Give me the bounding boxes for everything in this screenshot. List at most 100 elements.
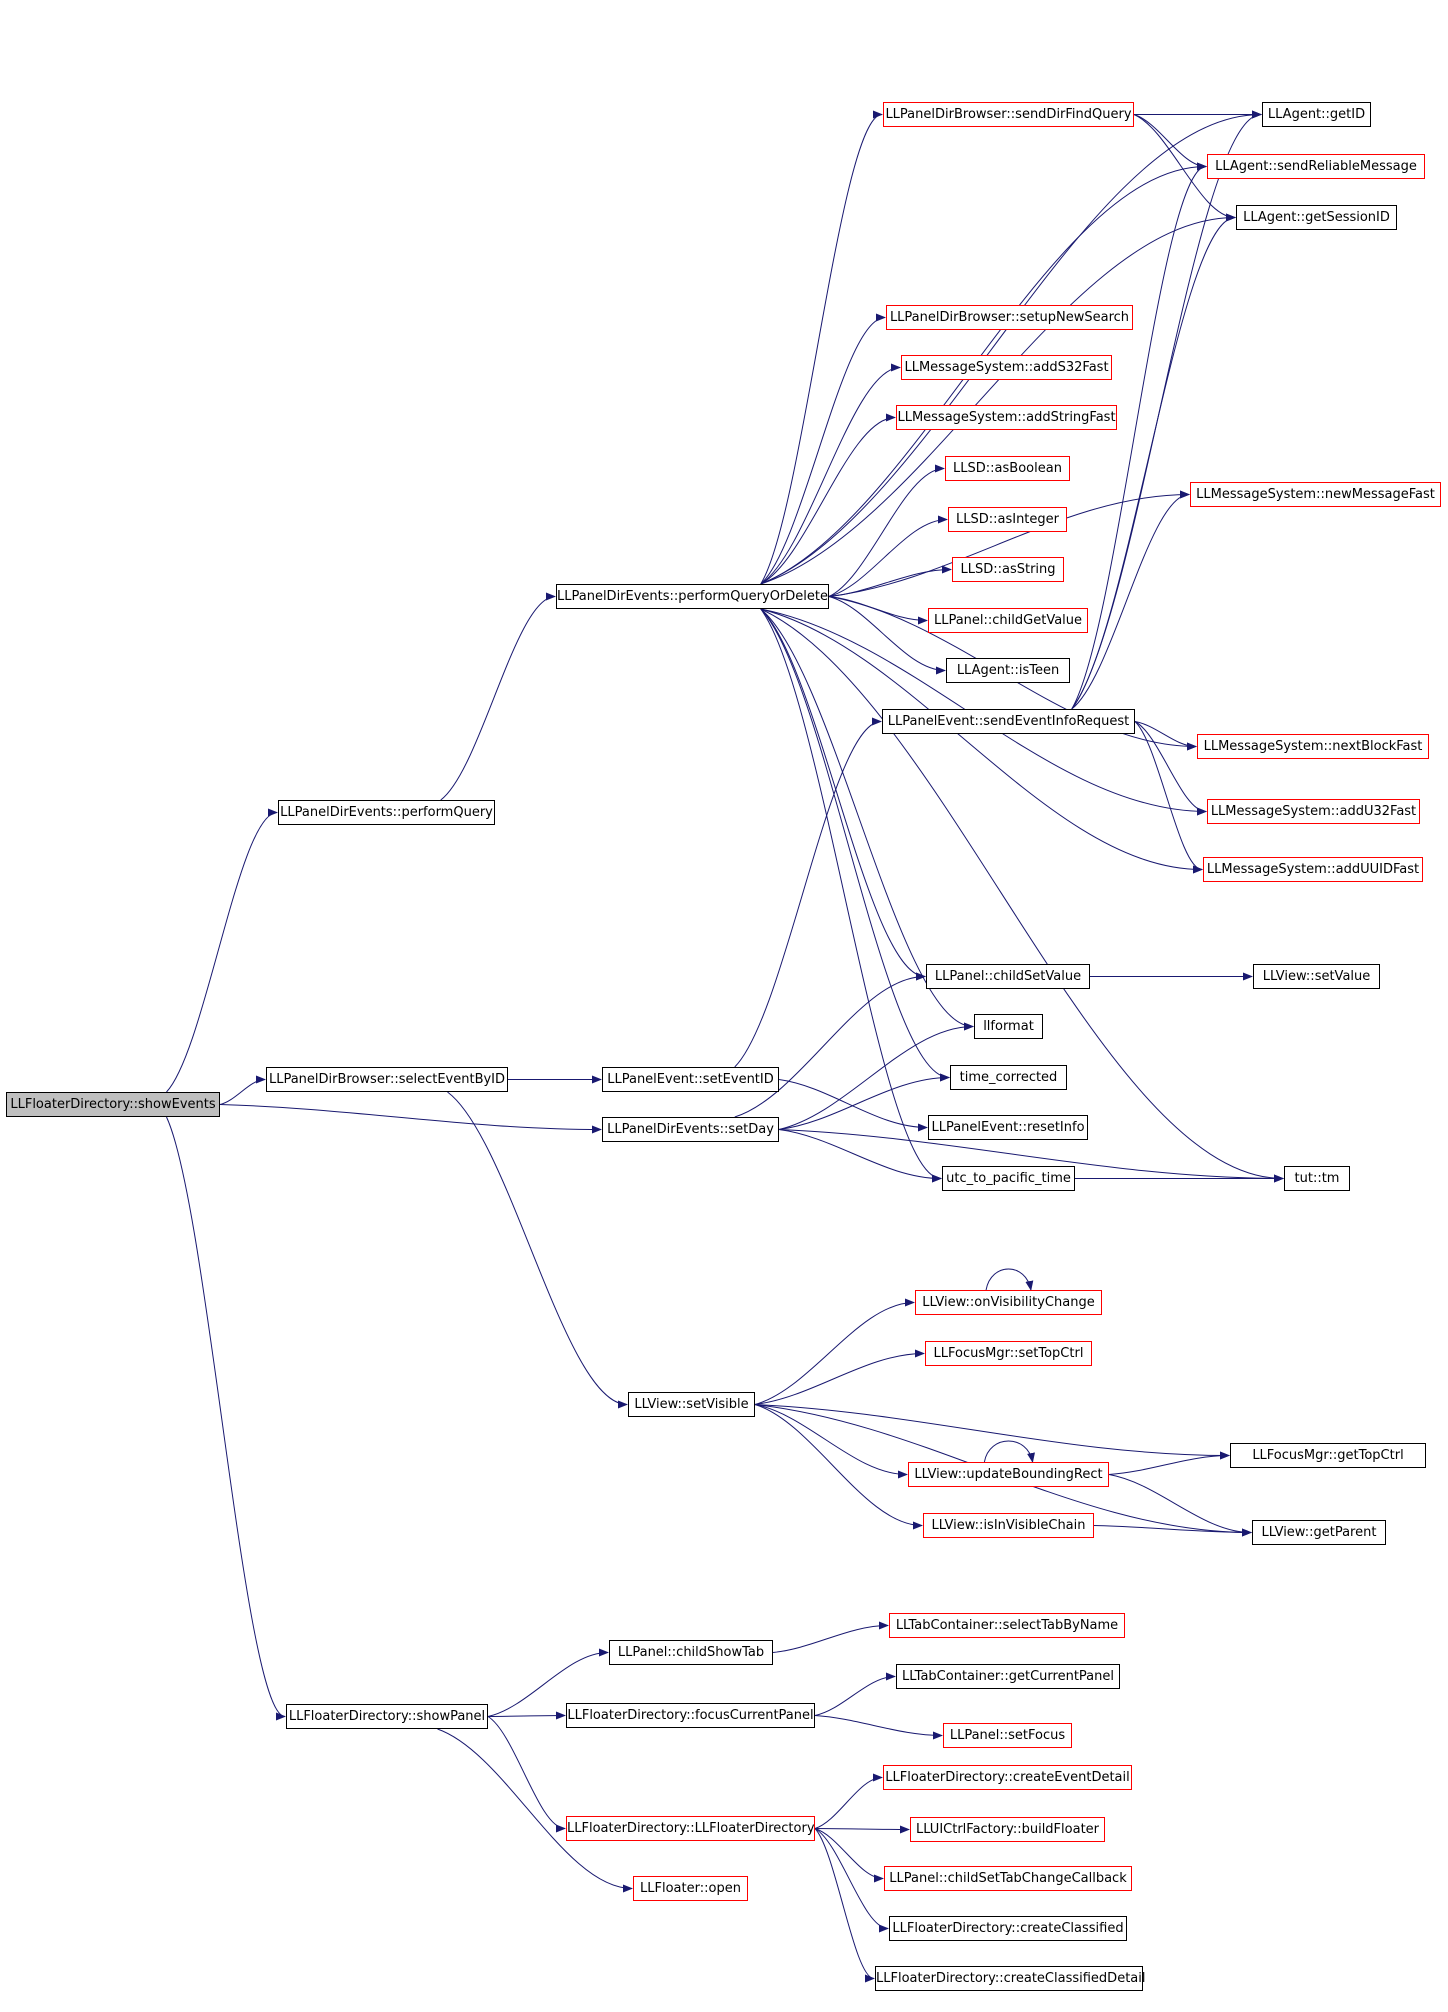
node-as-boolean[interactable]: LLSD::asBoolean (945, 456, 1070, 481)
edge-showEvents-to-performQuery (166, 808, 278, 1093)
node-add-u32-fast[interactable]: LLMessageSystem::addU32Fast (1207, 799, 1420, 824)
edge-performQueryOrDelete-to-asString (828, 565, 952, 597)
edge-setVisible-to-onVisibilityChange (754, 1298, 915, 1405)
node-get-top-ctrl[interactable]: LLFocusMgr::getTopCtrl (1230, 1443, 1426, 1468)
node-create-classified-detail[interactable]: LLFloaterDirectory::createClassifiedDeta… (875, 1966, 1145, 1991)
edge-ctorFloaterDirectory-to-createClassifiedDetail (814, 1828, 875, 1983)
node-get-parent[interactable]: LLView::getParent (1252, 1520, 1386, 1545)
node-build-floater[interactable]: LLUICtrlFactory::buildFloater (910, 1817, 1105, 1842)
node-create-classified[interactable]: LLFloaterDirectory::createClassified (889, 1916, 1127, 1941)
edge-performQueryOrDelete-to-setupNewSearch (760, 313, 886, 585)
edge-performQueryOrDelete-to-addStringFast (760, 413, 896, 585)
node-show-events[interactable]: LLFloaterDirectory::showEvents (6, 1092, 220, 1117)
edge-performQueryOrDelete-to-addS32Fast (760, 363, 901, 585)
edge-performQueryOrDelete-to-timeCorrected (760, 608, 950, 1082)
node-time-corrected[interactable]: time_corrected (950, 1065, 1067, 1090)
node-perform-query-or-delete[interactable]: LLPanelDirEvents::performQueryOrDelete (556, 584, 829, 609)
edge-performQueryOrDelete-to-sendDirFindQuery (760, 110, 883, 585)
edge-selectEventByID-to-setVisible (447, 1091, 628, 1409)
node-reset-info[interactable]: LLPanelEvent::resetInfo (928, 1115, 1088, 1140)
node-child-show-tab[interactable]: LLPanel::childShowTab (609, 1640, 773, 1665)
node-show-panel[interactable]: LLFloaterDirectory::showPanel (286, 1704, 488, 1729)
node-add-string-fast[interactable]: LLMessageSystem::addStringFast (896, 405, 1117, 430)
edge-setDay-to-tutTm (778, 1129, 1284, 1183)
edge-sendDirFindQuery-to-getSessionID (1133, 114, 1236, 222)
node-set-visible[interactable]: LLView::setVisible (628, 1392, 755, 1417)
edge-ctorFloaterDirectory-to-buildFloater (814, 1825, 910, 1834)
node-is-teen[interactable]: LLAgent::isTeen (946, 658, 1070, 683)
edge-sendEventInfoRequest-to-nextBlockFast (1134, 721, 1197, 751)
node-child-set-value[interactable]: LLPanel::childSetValue (926, 964, 1090, 989)
node-set-day[interactable]: LLPanelDirEvents::setDay (602, 1117, 779, 1142)
node-new-message-fast[interactable]: LLMessageSystem::newMessageFast (1190, 482, 1441, 507)
edge-focusCurrentPanel-to-getCurrentPanel (814, 1672, 896, 1716)
node-next-block-fast[interactable]: LLMessageSystem::nextBlockFast (1197, 734, 1429, 759)
edge-setVisible-to-getTopCtrl (754, 1404, 1230, 1460)
edge-updateBoundingRect-to-updateBoundingRect (983, 1440, 1035, 1463)
edge-setVisible-to-setTopCtrl (754, 1349, 925, 1405)
edge-showPanel-to-childShowTab (487, 1648, 609, 1717)
edge-sendEventInfoRequest-to-newMessageFast (1071, 490, 1190, 710)
edge-performQueryOrDelete-to-utcToPacific (760, 608, 942, 1183)
edge-focusCurrentPanel-to-setFocus (814, 1715, 943, 1740)
node-set-value[interactable]: LLView::setValue (1253, 964, 1380, 989)
node-llformat[interactable]: llformat (974, 1014, 1043, 1039)
node-get-id[interactable]: LLAgent::getID (1262, 102, 1371, 127)
edge-setEventID-to-sendEventInfoRequest (734, 717, 882, 1068)
node-send-event-info-request[interactable]: LLPanelEvent::sendEventInfoRequest (882, 709, 1135, 734)
node-update-bounding-rect[interactable]: LLView::updateBoundingRect (908, 1462, 1109, 1487)
node-select-tab-by-name[interactable]: LLTabContainer::selectTabByName (889, 1613, 1125, 1638)
node-get-current-panel[interactable]: LLTabContainer::getCurrentPanel (896, 1664, 1120, 1689)
node-send-dir-find-query[interactable]: LLPanelDirBrowser::sendDirFindQuery (883, 102, 1134, 127)
edge-onVisibilityChange-to-onVisibilityChange (985, 1268, 1034, 1291)
node-floater-directory-constructor[interactable]: LLFloaterDirectory::LLFloaterDirectory (566, 1816, 815, 1841)
edge-showPanel-to-floaterOpen (437, 1728, 633, 1893)
edge-performQueryOrDelete-to-addUUIDFast (760, 608, 1203, 874)
edge-showPanel-to-focusCurrentPanel (487, 1711, 566, 1720)
node-send-reliable-message[interactable]: LLAgent::sendReliableMessage (1207, 154, 1425, 179)
edge-showEvents-to-setDay (219, 1104, 602, 1134)
node-select-event-by-id[interactable]: LLPanelDirBrowser::selectEventByID (266, 1067, 508, 1092)
edge-ctorFloaterDirectory-to-createEventDetail (814, 1773, 883, 1829)
node-child-set-tab-change-callback[interactable]: LLPanel::childSetTabChangeCallback (884, 1866, 1132, 1891)
edge-performQueryOrDelete-to-childSetValue (760, 608, 926, 981)
node-focus-current-panel[interactable]: LLFloaterDirectory::focusCurrentPanel (566, 1703, 815, 1728)
edge-updateBoundingRect-to-getParent (1108, 1474, 1252, 1537)
edge-performQueryOrDelete-to-asBoolean (828, 464, 945, 597)
node-set-focus[interactable]: LLPanel::setFocus (943, 1723, 1072, 1748)
edge-sendEventInfoRequest-to-addUUIDFast (1134, 721, 1203, 874)
edge-setDay-to-llformat (778, 1022, 974, 1130)
node-get-session-id[interactable]: LLAgent::getSessionID (1236, 205, 1397, 230)
edge-childShowTab-to-selectTabByName (772, 1621, 889, 1653)
edge-setDay-to-timeCorrected (778, 1073, 950, 1130)
node-tut-tm[interactable]: tut::tm (1284, 1166, 1350, 1191)
node-as-integer[interactable]: LLSD::asInteger (948, 507, 1067, 532)
edge-showEvents-to-showPanel (166, 1116, 286, 1721)
node-set-top-ctrl[interactable]: LLFocusMgr::setTopCtrl (925, 1341, 1092, 1366)
edge-performQueryOrDelete-to-tutTm (760, 608, 1284, 1183)
node-child-get-value[interactable]: LLPanel::childGetValue (928, 608, 1088, 633)
node-add-uuid-fast[interactable]: LLMessageSystem::addUUIDFast (1203, 857, 1423, 882)
node-utc-to-pacific-time[interactable]: utc_to_pacific_time (942, 1166, 1075, 1191)
edge-setVisible-to-updateBoundingRect (754, 1404, 908, 1479)
edge-setVisible-to-isInVisibleChain (754, 1404, 923, 1530)
node-is-in-visible-chain[interactable]: LLView::isInVisibleChain (923, 1513, 1094, 1538)
edge-showPanel-to-ctorFloaterDirectory (487, 1716, 566, 1833)
edge-setDay-to-childSetValue (734, 972, 926, 1118)
edge-sendDirFindQuery-to-sendReliableMessage (1133, 114, 1207, 171)
node-floater-open[interactable]: LLFloater::open (633, 1876, 748, 1901)
edge-updateBoundingRect-to-getTopCtrl (1108, 1451, 1230, 1475)
node-as-string[interactable]: LLSD::asString (952, 557, 1064, 582)
edge-sendEventInfoRequest-to-getSessionID (1071, 213, 1236, 710)
edge-performQueryOrDelete-to-childGetValue (828, 596, 928, 625)
node-create-event-detail[interactable]: LLFloaterDirectory::createEventDetail (883, 1765, 1132, 1790)
node-perform-query[interactable]: LLPanelDirEvents::performQuery (278, 800, 495, 825)
node-setup-new-search[interactable]: LLPanelDirBrowser::setupNewSearch (886, 305, 1133, 330)
node-add-s32-fast[interactable]: LLMessageSystem::addS32Fast (901, 355, 1112, 380)
node-set-event-id[interactable]: LLPanelEvent::setEventID (602, 1067, 779, 1092)
node-on-visibility-change[interactable]: LLView::onVisibilityChange (915, 1290, 1102, 1315)
edge-sendEventInfoRequest-to-sendReliableMessage (1071, 162, 1207, 710)
edge-isInVisibleChain-to-getParent (1093, 1525, 1252, 1537)
